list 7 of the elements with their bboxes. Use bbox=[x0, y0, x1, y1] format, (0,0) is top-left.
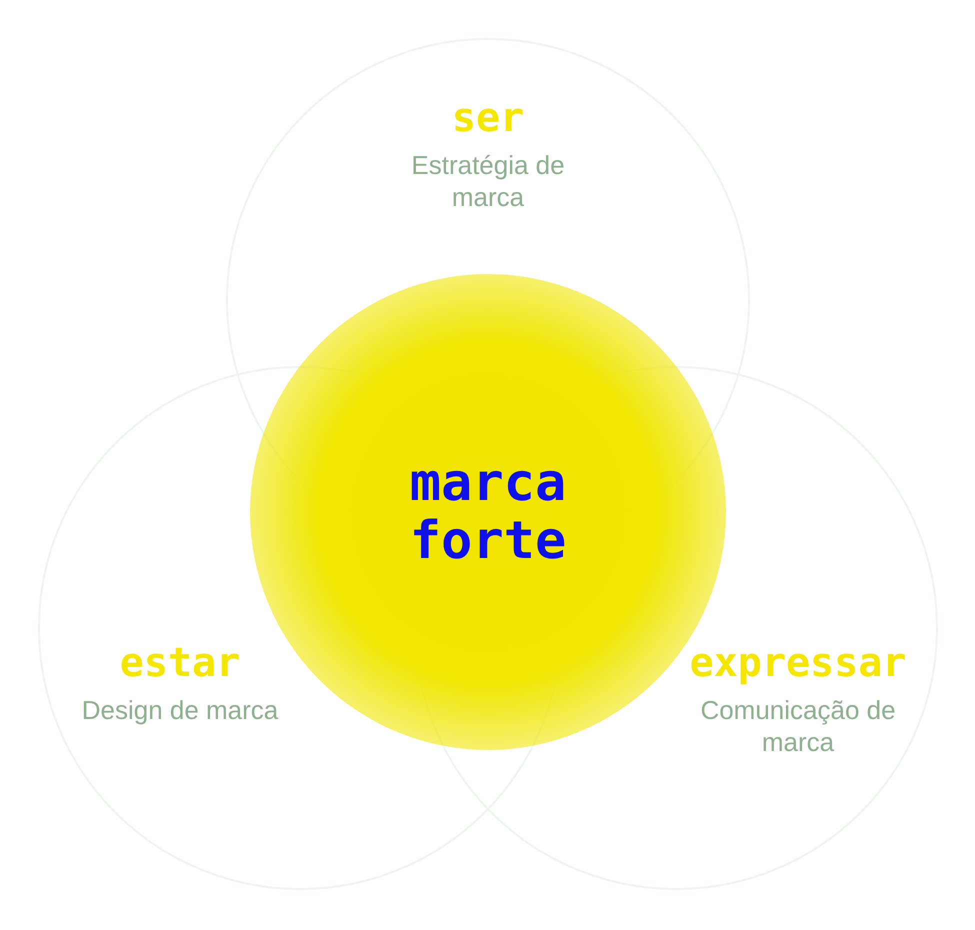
circle-heading: ser bbox=[452, 95, 524, 141]
circle-description: Design de marca bbox=[82, 694, 278, 726]
center-label: marca forte bbox=[408, 454, 568, 570]
circle-heading: estar bbox=[120, 640, 240, 686]
circle-heading: expressar bbox=[690, 640, 906, 686]
circle-description: Comunicação de marca bbox=[699, 694, 897, 758]
circle-description: Estratégia de marca bbox=[410, 149, 566, 213]
